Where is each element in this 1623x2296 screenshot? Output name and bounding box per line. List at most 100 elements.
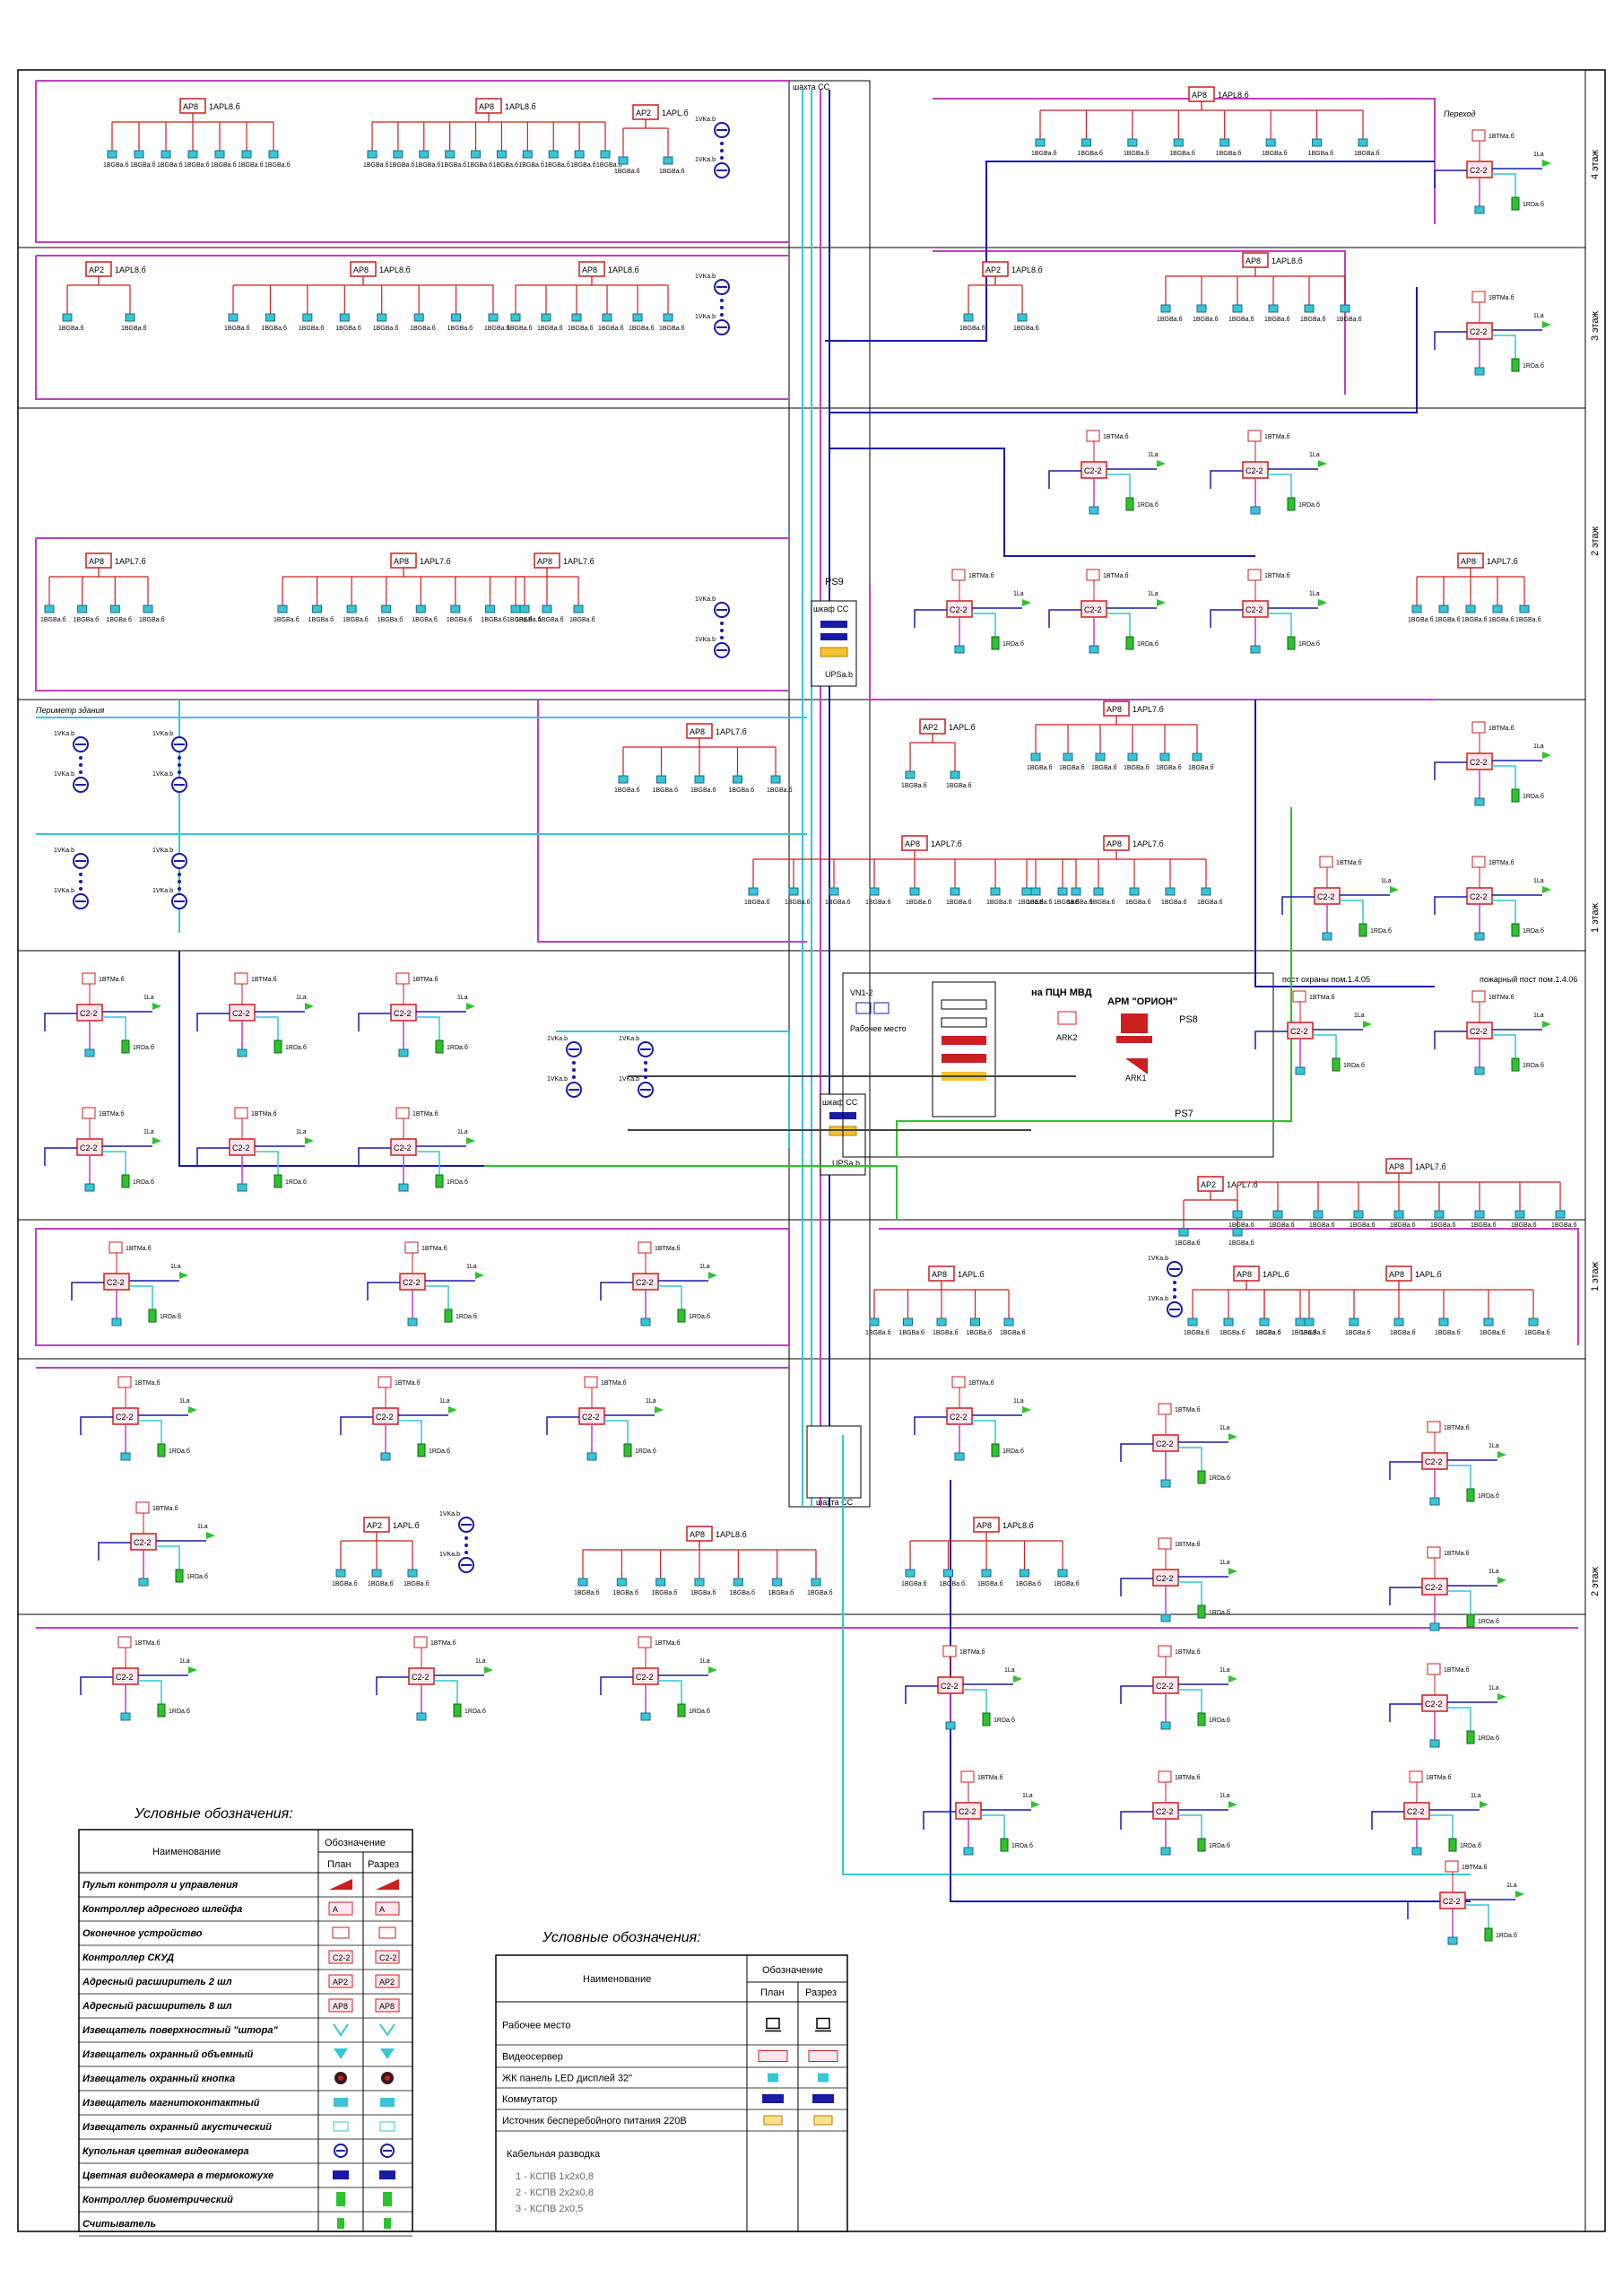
sensor-label: 1BGBa.б	[1480, 1329, 1506, 1336]
sensor-label: 1BGBa.б	[1027, 764, 1053, 771]
reader-icon	[1466, 1730, 1475, 1744]
motion-sensor-icon	[1030, 752, 1041, 761]
bio-label: 1BTMa.б	[126, 1245, 152, 1252]
motion-sensor-icon	[1528, 1318, 1539, 1326]
reader-icon	[435, 1174, 444, 1188]
sensor-label: 1BGBa.б	[1255, 1329, 1281, 1336]
lock-label: 1La	[457, 995, 468, 1001]
bio-label: 1BTMa.б	[1175, 1541, 1201, 1548]
motion-sensor-icon	[398, 1183, 409, 1192]
skud-controller-label: C2-2	[107, 1278, 125, 1287]
lock-icon	[179, 1272, 188, 1279]
address-expander-tag: 1APL7.б	[1227, 1180, 1258, 1189]
legend-main-row: Адресный расширитель 2 шл	[82, 1977, 232, 1987]
bio-controller-icon	[1247, 569, 1262, 581]
sensor-label: 1BGBa.б	[569, 616, 595, 623]
lock-icon	[1228, 1433, 1237, 1440]
address-expander-tag: 1APL.б	[1263, 1270, 1289, 1279]
motion-sensor-icon	[187, 150, 198, 159]
motion-sensor-icon	[1265, 138, 1276, 147]
skud-controller-label: C2-2	[941, 1682, 959, 1691]
cu-icon: C2-2	[375, 1950, 400, 1964]
lock-label: 1La	[1533, 744, 1544, 750]
vn-label: VN1-2	[850, 988, 873, 997]
motion-sensor-icon	[1160, 1721, 1171, 1730]
bio-controller-icon	[1427, 1546, 1441, 1559]
address-expander-tag: 1APL7.б	[563, 557, 595, 566]
skud-controller-label: C2-2	[950, 1413, 968, 1422]
reader-icon	[1197, 1712, 1206, 1726]
sensor-label: 1BGBa.б	[1390, 1329, 1416, 1336]
motion-sensor-icon	[1304, 304, 1315, 313]
motion-sensor-icon	[510, 313, 521, 322]
sensor-label: 1BGBa.б	[447, 616, 473, 623]
floor-label-1b: 1 этаж	[1590, 1261, 1601, 1292]
motion-sensor-icon	[237, 1183, 247, 1192]
sensor-label: 1BGBa.б	[865, 899, 891, 906]
lock-icon	[1228, 1568, 1237, 1575]
motion-sensor-icon	[733, 775, 742, 784]
reader-label: 1RDa.б	[1478, 1735, 1499, 1742]
address-expander-tag: 1APL7.б	[420, 557, 451, 566]
ap8-icon: AP8	[328, 1998, 353, 2013]
reader-icon	[982, 1712, 991, 1726]
legend-main-row: Извещатель охранный объемный	[82, 2049, 254, 2060]
legend-main-row: Извещатель охранный кнопка	[82, 2074, 235, 2084]
motion-sensor-icon	[1465, 604, 1476, 613]
skud-controller-label: C2-2	[1470, 166, 1488, 175]
lock-icon	[1542, 160, 1551, 167]
sensor-label: 1BGBa.б	[1336, 316, 1362, 323]
ap2-icon: AP2	[375, 1974, 400, 1988]
bio-controller-icon	[395, 1107, 410, 1119]
bio-label: 1BTMa.б	[1175, 1774, 1201, 1781]
motion-sensor-icon	[1474, 1210, 1485, 1219]
lock-icon	[1157, 460, 1166, 467]
address-expander-label: AP2	[985, 265, 1001, 274]
bio-controller-icon	[1445, 1860, 1459, 1873]
motion-sensor-icon	[663, 156, 673, 165]
motion-sensor-icon	[1201, 887, 1211, 896]
motion-sensor-icon	[1003, 1318, 1014, 1326]
motion-sensor-icon	[573, 604, 584, 613]
motion-sensor-icon	[656, 775, 666, 784]
motion-sensor-icon	[268, 150, 279, 159]
sensor-label: 1BGBa.б	[299, 325, 325, 332]
sensor-label: 1BGBa.б	[906, 899, 932, 906]
cu-icon: C2-2	[328, 1950, 353, 1964]
sensor-label: 1BGBa.б	[1471, 1222, 1497, 1229]
bio-label: 1BTMa.б	[1426, 1774, 1452, 1781]
motion-sensor-icon	[733, 1578, 743, 1587]
sensor-label: 1BGBa.б	[1291, 1329, 1317, 1336]
motion-sensor-icon	[1474, 1066, 1485, 1075]
sensor-label: 1BGBa.б	[415, 161, 441, 169]
bio-controller-icon	[404, 1241, 419, 1254]
bio-label: 1BTMa.б	[601, 1379, 627, 1387]
reader-label: 1RDa.б	[133, 1044, 154, 1051]
bio-controller-icon	[942, 1645, 957, 1657]
lock-icon	[1497, 1693, 1506, 1700]
lock-label: 1La	[699, 1658, 710, 1665]
address-expander-label: AP8	[1192, 91, 1207, 100]
server-icon	[758, 2050, 788, 2062]
motion-sensor-icon	[829, 887, 839, 896]
motion-sensor-icon	[413, 313, 424, 322]
bio-controller-icon	[1471, 721, 1486, 734]
bio-label: 1BTMa.б	[655, 1245, 681, 1252]
address-expander-label: AP8	[932, 1270, 947, 1279]
lock-label: 1La	[1506, 1883, 1517, 1889]
camera-label: 1VKa.b	[54, 771, 74, 778]
motion-sensor-icon	[574, 150, 585, 159]
sensor-label: 1BGBa.б	[378, 616, 404, 623]
reader-icon	[1197, 1605, 1206, 1619]
motion-sensor-icon	[445, 150, 456, 159]
motion-sensor-icon	[1173, 138, 1184, 147]
lock-icon	[475, 1272, 484, 1279]
sensor-label: 1BGBa.б	[516, 616, 542, 623]
skud-controller-label: C2-2	[376, 1413, 394, 1422]
